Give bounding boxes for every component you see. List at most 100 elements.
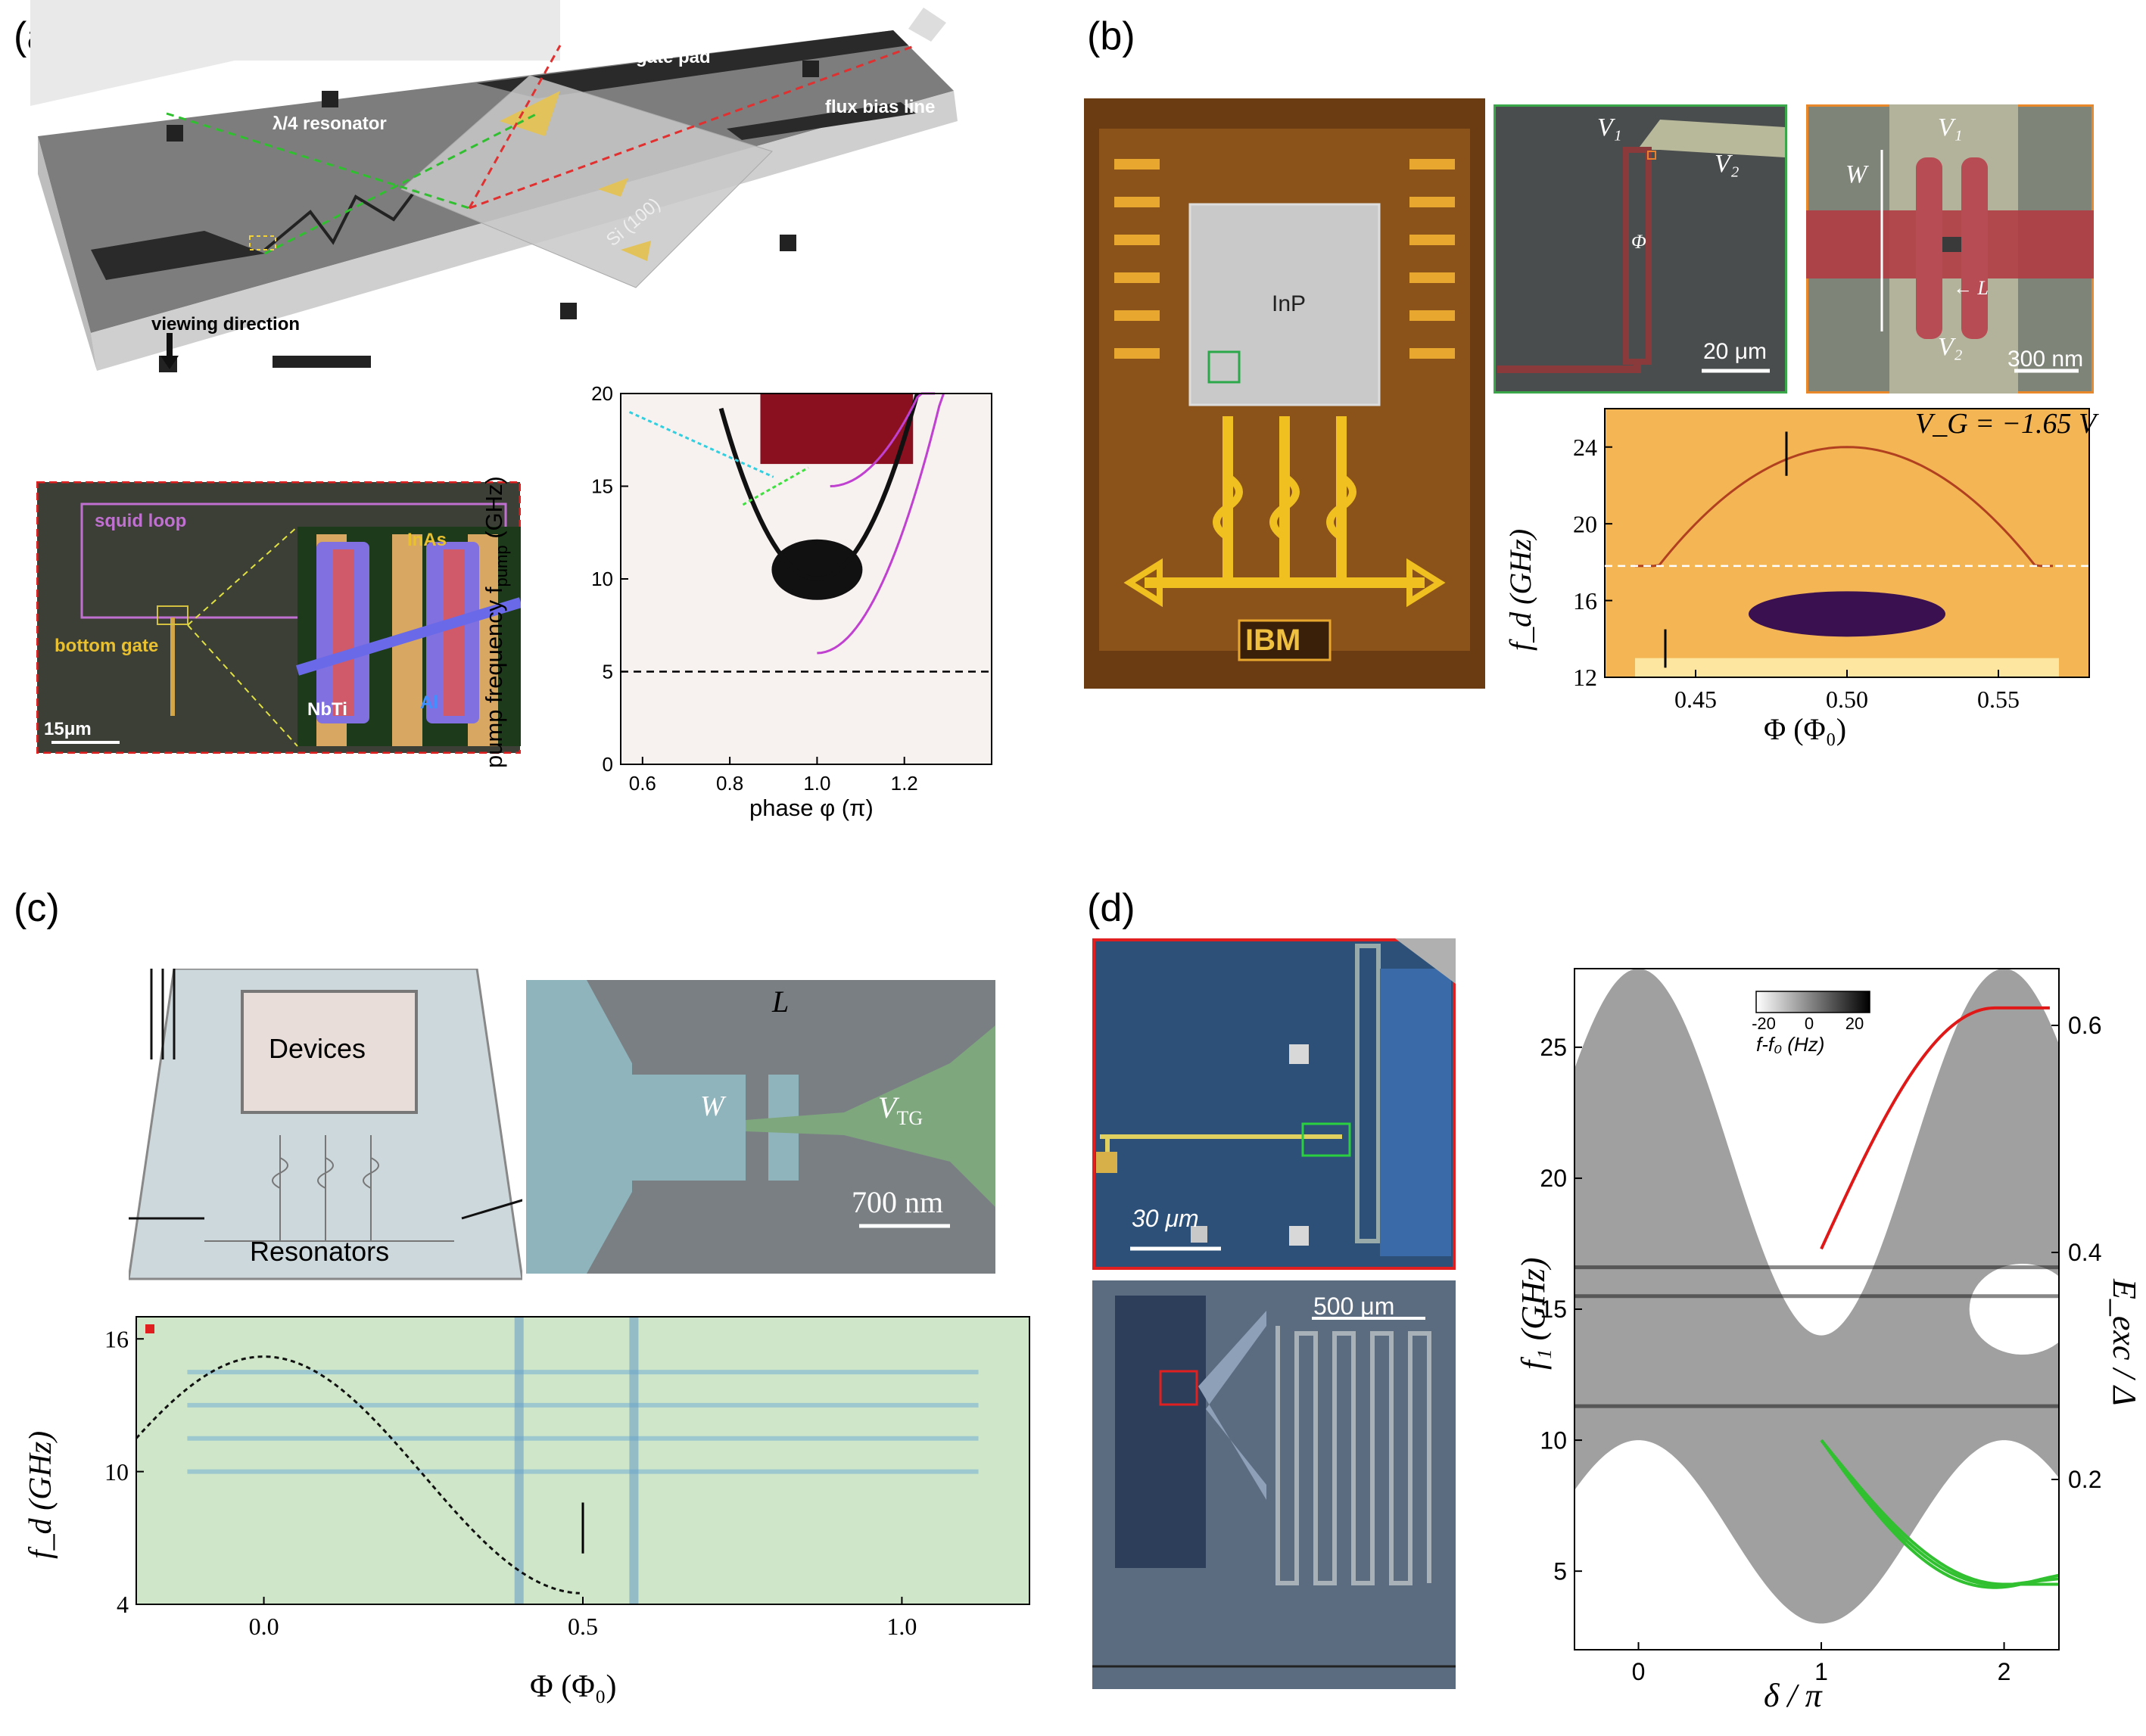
sem-d-bottom (1092, 1280, 1456, 1689)
x-tick-label: 0 (1632, 1658, 1646, 1685)
heatmap-dark-region (771, 539, 863, 600)
label-flux-bias-line: flux bias line (825, 97, 936, 117)
sem-c-l: L (772, 985, 790, 1019)
plot-c: 0.0 0.5 1.0 4 10 16 (104, 1316, 1030, 1640)
y-tick-label: 20 (591, 386, 613, 405)
colorbar-tick-label: 20 (1845, 1014, 1864, 1033)
y-tick-label: 5 (603, 661, 613, 683)
heatmap-red-region (760, 394, 914, 465)
upper-white-region (1574, 969, 2059, 1336)
panel-label-c: (c) (14, 886, 60, 930)
schematic-c (129, 969, 522, 1280)
x-tick-label: 1.0 (886, 1613, 917, 1640)
x-tick-label: 0.5 (568, 1613, 598, 1640)
x-tick-label: 0.0 (249, 1613, 279, 1640)
y-tick-label: 20 (1540, 1165, 1567, 1192)
plot-b-annotation: V_G = −1.65 V (1915, 408, 2097, 440)
x-tick-label: 0.50 (1826, 686, 1868, 713)
magenta-curve-upper (830, 392, 936, 487)
x-tick-label: 1.2 (891, 772, 918, 795)
sem-d-bottom-scale: 500 μm (1313, 1293, 1395, 1320)
x-tick-label: 1 (1814, 1658, 1828, 1685)
right-tick-label: 0.6 (2068, 1012, 2101, 1039)
sem-b1-phi: Φ (1631, 231, 1646, 253)
x-tick-label: 0.45 (1674, 686, 1717, 713)
sem-b1 (1493, 104, 1787, 394)
sem-b1-v1: V₁ (1597, 114, 1622, 142)
x-tick-label: 0.6 (629, 772, 656, 795)
colorbar-tick-label: 0 (1805, 1014, 1814, 1033)
sem-c-vtg: VTG (878, 1090, 923, 1129)
x-tick-label: 0.8 (716, 772, 743, 795)
x-tick-label: 2 (1998, 1658, 2011, 1685)
heatmap-dark-band (1749, 591, 1945, 637)
y-tick-label: 12 (1573, 664, 1597, 691)
panel-label-d: (d) (1087, 886, 1135, 930)
plot-b: 0.45 0.50 0.55 12 16 20 24 (1573, 408, 2090, 713)
sem-c-w: W (700, 1090, 724, 1122)
sem-b2-l: ← L (1953, 277, 1989, 299)
y-tick-label: 10 (1540, 1426, 1567, 1454)
y-tick-label: 10 (591, 568, 613, 590)
plot-a-ylabel: pump frequency fpump (GHz) (481, 476, 512, 768)
chip-photo-b (1084, 98, 1485, 689)
green-dashed-line (742, 466, 809, 506)
colorbar-tick-label: -20 (1752, 1014, 1776, 1033)
label-bottom-gate: bottom gate (55, 636, 159, 656)
colorbar (1755, 991, 1870, 1013)
y-tick-label: 4 (117, 1591, 129, 1618)
y-tick-label: 15 (591, 475, 613, 498)
panel-label-b: (b) (1087, 14, 1135, 58)
y-tick-label: 24 (1573, 434, 1597, 461)
x-tick-label: 1.0 (803, 772, 830, 795)
right-tick-label: 0.2 (2068, 1466, 2101, 1493)
cyan-dotted-line (628, 411, 774, 478)
chip-illustration-a (30, 0, 958, 372)
plot-c-xlabel: Φ (Φ₀) (530, 1669, 617, 1704)
label-resonator: λ/4 resonator (273, 114, 387, 134)
y-tick-label: 0 (603, 753, 613, 776)
plot-b-ylabel: f_d (GHz) (1503, 528, 1537, 651)
right-tick-label: 0.4 (2068, 1239, 2101, 1266)
y-tick-label: 25 (1540, 1034, 1567, 1061)
sem-b2-w: W (1845, 160, 1867, 188)
sem-c-scale: 700 nm (852, 1185, 944, 1219)
y-tick-label: 5 (1553, 1557, 1567, 1585)
label-squid-loop: squid loop (95, 511, 187, 531)
vertical-feature (629, 1317, 639, 1604)
green-fit-curve (1820, 1439, 2060, 1589)
label-inas: InAs (407, 530, 447, 550)
plot-a: 0.6 0.8 1.0 1.2 0 5 10 15 20 (591, 386, 992, 795)
plot-b-xlabel: Φ (Φ₀) (1764, 712, 1847, 746)
magenta-curve (817, 393, 945, 655)
red-marker (145, 1324, 154, 1333)
plot-c-ylabel: f_d (GHz) (23, 1430, 58, 1559)
red-fit-curve (1820, 1006, 2050, 1250)
y-tick-label: 16 (104, 1325, 129, 1352)
y-tick-label: 16 (1573, 587, 1597, 614)
sem-d-top (1092, 938, 1456, 1270)
sem-b2-v1: V₁ (1938, 114, 1963, 142)
y-tick-label: 10 (104, 1458, 129, 1486)
plot-a-xlabel: phase φ (π) (749, 795, 874, 821)
y-tick-label: 20 (1573, 510, 1597, 537)
colorbar-d-label: f-f₀ (Hz) (1756, 1033, 1825, 1056)
sem-b1-scale: 20 μm (1703, 339, 1767, 364)
sem-c (526, 980, 995, 1274)
lower-white-region (1574, 1440, 2059, 1650)
dark-parabola (718, 393, 920, 582)
label-inp: InP (1272, 291, 1307, 316)
schematic-resonators: Resonators (250, 1236, 390, 1267)
label-al: Al (420, 692, 438, 713)
x-tick-label: 0.55 (1977, 686, 2020, 713)
schematic-devices: Devices (269, 1033, 366, 1064)
plot-background (136, 1317, 1029, 1604)
plot-d-ylabel-right: E_exc / Δ (2106, 1279, 2143, 1406)
transition-arc (1635, 446, 2053, 568)
sem-d-top-scale: 30 μm (1132, 1205, 1199, 1232)
sem-b2-scale: 300 nm (2007, 347, 2084, 372)
label-viewing-direction: viewing direction (151, 314, 301, 334)
label-gate-pad: gate pad (636, 47, 711, 67)
sem-b2 (1806, 104, 2094, 394)
